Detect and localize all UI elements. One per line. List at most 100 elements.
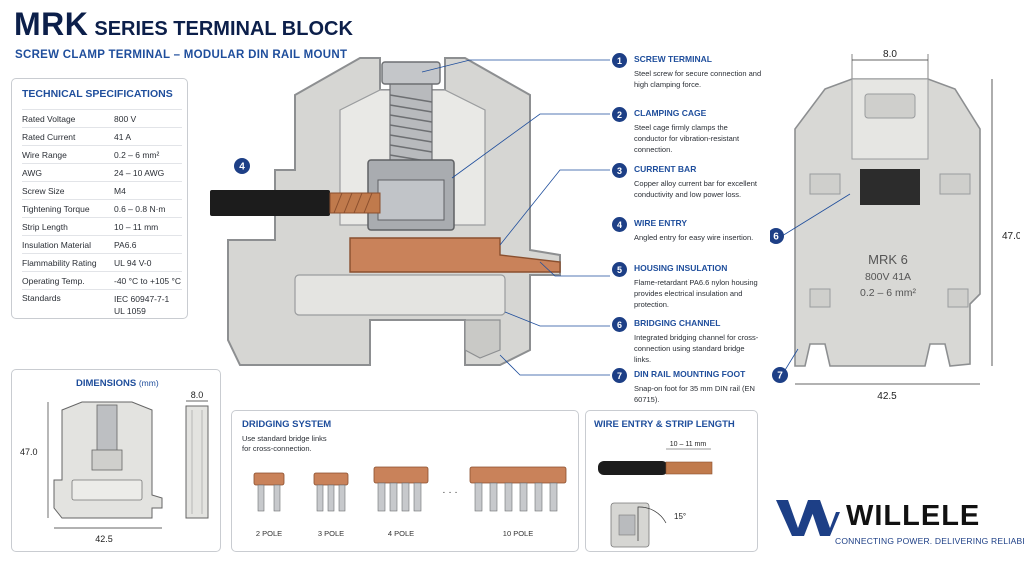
front-body <box>794 78 981 367</box>
spec-panel: TECHNICAL SPECIFICATIONS Rated Voltage 80… <box>11 78 188 319</box>
bridge-links-drawing: · · · 2 POLE 3 POLE 4 POLE 10 POLE <box>253 466 567 538</box>
wire-entry-panel: WIRE ENTRY & STRIP LENGTH 10 – 11 mm 15° <box>585 410 758 552</box>
wire-copper <box>329 192 381 214</box>
spec-row: Screw Size M4 <box>22 181 182 199</box>
dim-depth-label: 42.5 <box>95 534 113 544</box>
callout-title: WIRE ENTRY <box>634 218 688 228</box>
callout-number: 1 <box>612 53 627 68</box>
spec-row: AWG 24 – 10 AWG <box>22 163 182 181</box>
wire-insulation <box>210 190 330 216</box>
front-model-text: MRK 6 <box>868 252 908 267</box>
spec-value: PA6.6 <box>114 239 137 250</box>
callout-number: 2 <box>612 107 627 122</box>
spec-value: -40 °C to +105 °C <box>114 275 182 286</box>
marker-6-label: 6 <box>773 232 779 243</box>
front-depth-label: 42.5 <box>877 391 897 402</box>
dimensions-drawing: 47.0 42.5 8.0 <box>20 390 209 544</box>
title-text: SERIES TERMINAL BLOCK <box>94 18 353 40</box>
title-series-code: MRK <box>14 6 89 42</box>
bridging-title: DRIDGING SYSTEM <box>242 419 332 430</box>
spec-key: Operating Temp. <box>22 275 85 286</box>
callout-desc: Flame-retardant PA6.6 nylon housing prov… <box>634 278 758 309</box>
front-rating-text: 800V 41A <box>865 271 911 283</box>
spec-key: Rated Current <box>22 131 76 142</box>
spec-value: 10 – 11 mm <box>114 221 159 232</box>
spec-key: Screw Size <box>22 185 65 196</box>
spec-row: Rated Voltage 800 V <box>22 109 182 127</box>
bridge-label: 4 POLE <box>388 529 414 538</box>
callout-desc: Angled entry for easy wire insertion. <box>634 233 754 242</box>
callout-desc: Integrated bridging channel for cross-co… <box>634 333 759 364</box>
spec-value: 24 – 10 AWG <box>114 167 165 178</box>
spec-value: 0.2 – 6 mm² <box>114 149 160 160</box>
bridging-desc-line: for cross-connection. <box>242 444 312 453</box>
wire-copper-small <box>665 461 713 475</box>
callout-title: DIN RAIL MOUNTING FOOT <box>634 369 746 379</box>
front-height-label: 47.0 <box>1002 231 1020 242</box>
bridge-4-pole-bar <box>373 466 429 484</box>
dim-height-label: 47.0 <box>20 447 38 457</box>
wire-strands <box>333 192 373 214</box>
callout-number: 7 <box>612 368 627 383</box>
marker-6-icon <box>770 228 784 244</box>
spec-value: M4 <box>114 185 126 196</box>
bridge-3-pole-bar <box>313 472 349 486</box>
willele-logo-icon <box>776 500 840 536</box>
spec-value: 41 A <box>114 131 132 142</box>
marker-7-icon <box>772 367 788 383</box>
spec-value-line: UL 1059 <box>114 306 146 316</box>
spec-key: Rated Voltage <box>22 113 76 124</box>
spec-row: Operating Temp. -40 °C to +105 °C <box>22 271 182 289</box>
spec-table: Rated Voltage 800 V Rated Current 41 A Wir… <box>22 109 182 319</box>
spec-key: Strip Length <box>22 221 68 232</box>
spec-value: 800 V <box>114 113 137 124</box>
callout-desc: Steel screw for secure connection and hi… <box>634 69 762 89</box>
marker-4-icon <box>234 158 250 174</box>
dim-width-label: 8.0 <box>191 390 204 400</box>
spec-key: AWG <box>22 167 42 178</box>
bridge-label: 2 POLE <box>256 529 282 538</box>
current-bar-shape <box>349 237 561 273</box>
spec-value-line: IEC 60947-7-1 <box>114 294 170 304</box>
bridge-2-pole-bar <box>253 472 285 486</box>
angle-label: 15° <box>674 512 686 521</box>
bridging-channel-shape <box>294 274 506 316</box>
marker-4-label: 4 <box>239 162 245 173</box>
spec-key: Wire Range <box>22 149 67 160</box>
callout-title: CLAMPING CAGE <box>634 108 707 118</box>
dimensions-title: DIMENSIONS (mm) <box>76 378 159 389</box>
spec-key: Flammability Rating <box>22 257 97 268</box>
marker-7-label: 7 <box>777 371 783 382</box>
spec-title: TECHNICAL SPECIFICATIONS <box>22 88 173 100</box>
cross-section-diagram: 4 <box>210 57 610 376</box>
spec-value: IEC 60947-7-1 UL 1059 <box>114 293 182 317</box>
front-range-text: 0.2 – 6 mm² <box>860 287 917 299</box>
bridge-10-pole-bar <box>469 466 567 484</box>
callout-number: 4 <box>612 217 627 232</box>
strip-length-label: 10 – 11 mm <box>670 441 707 448</box>
wire-strip-drawing: 10 – 11 mm 15° <box>598 441 713 548</box>
callout-number: 5 <box>612 262 627 277</box>
callout-title: CURRENT BAR <box>634 164 697 174</box>
page-subtitle: SCREW CLAMP TERMINAL – MODULAR DIN RAIL … <box>15 49 348 61</box>
spec-key: Insulation Material <box>22 239 91 250</box>
wire-insulation-small <box>598 461 668 475</box>
bridge-label: 10 POLE <box>503 529 533 538</box>
callout-desc: Steel cage firmly clamps the conductor f… <box>634 123 740 154</box>
callout-number: 3 <box>612 163 627 178</box>
callout-desc: Snap-on foot for 35 mm DIN rail (EN 6071… <box>634 384 755 404</box>
dimensions-panel: DIMENSIONS (mm) 47.0 42.5 8.0 <box>11 369 221 552</box>
spec-row: Wire Range 0.2 – 6 mm² <box>22 145 182 163</box>
spec-row: Rated Current 41 A <box>22 127 182 145</box>
brand-tagline: CONNECTING POWER. DELIVERING RELIABILITY… <box>835 536 1024 546</box>
spec-key: Tightening Torque <box>22 203 90 214</box>
dimensions-unit: (mm) <box>138 378 159 388</box>
brand-name: WILLELE <box>846 500 981 532</box>
callout-title: SCREW TERMINAL <box>634 54 712 64</box>
wire-title: WIRE ENTRY & STRIP LENGTH <box>594 419 735 430</box>
front-width-label: 8.0 <box>883 49 897 60</box>
